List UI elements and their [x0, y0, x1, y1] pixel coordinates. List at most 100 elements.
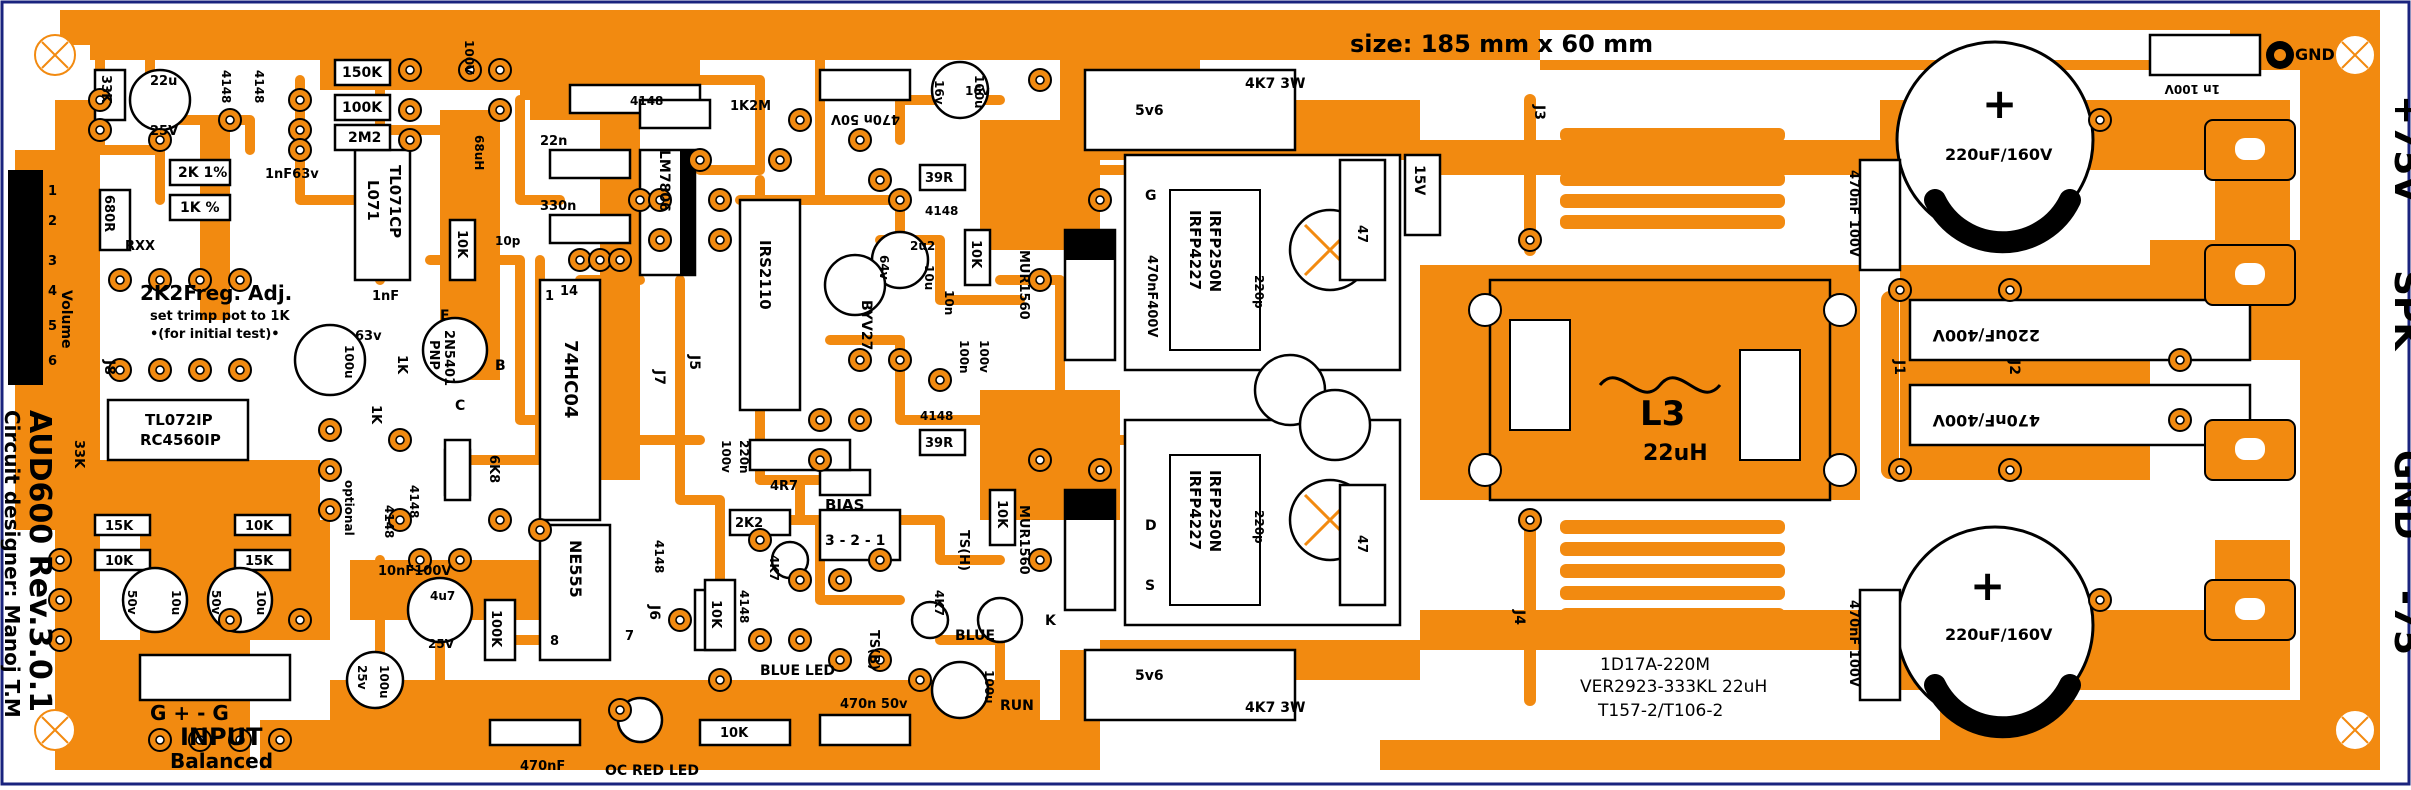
diode-d6: 4148: [382, 505, 396, 538]
bias-label: BIAS: [825, 496, 864, 514]
r10k-a: 10K: [454, 230, 469, 259]
r1k-a: 1K: [394, 355, 409, 375]
inductor-coil-symbol: [1598, 376, 1722, 394]
pin-s: S: [1145, 578, 1155, 594]
pin-6: 6: [48, 354, 57, 369]
pad-hole: [835, 575, 845, 585]
film-cap-bottom-label: 470nF/400V: [1932, 411, 2040, 430]
c-10p: 10p: [495, 234, 521, 248]
c-100u-c: 100u: [982, 670, 996, 704]
r2k2: 2K2: [735, 516, 763, 531]
jumper-j6: J6: [646, 604, 662, 620]
c-64v: 64v: [877, 255, 891, 280]
r5v6-b: 5v6: [1135, 668, 1164, 684]
pad-hole: [155, 135, 165, 145]
pad-hole: [855, 355, 865, 365]
pad-hole: [455, 555, 465, 565]
pad-hole: [815, 415, 825, 425]
pad-hole: [535, 525, 545, 535]
r1k2: 1K2M: [730, 99, 771, 114]
pad-hole: [405, 135, 415, 145]
pad-hole: [2005, 285, 2015, 295]
r47-a: 47: [1354, 225, 1369, 243]
diode-d5: 4148: [920, 409, 953, 423]
diode-d7: 4148: [407, 485, 421, 518]
mosfet-q1-label: IRFP250N: [1206, 210, 1224, 292]
c-470n400: 470nF400V: [1144, 255, 1159, 337]
r4k7-a: 4K7 3W: [1245, 76, 1305, 92]
c-220p-a: 220p: [1252, 275, 1266, 309]
ic-u1-label: TL072IP: [145, 411, 213, 429]
ic-u1: [106, 398, 250, 462]
pad-hole: [2175, 415, 2185, 425]
c-25v-b: 25V: [428, 637, 455, 651]
r4r7: 4R7: [770, 479, 798, 494]
title-line1: AUD600 Rev.3.0.1: [22, 410, 57, 712]
c-330n: 330n: [540, 199, 576, 214]
pin-g: G: [1145, 188, 1157, 204]
freq-note1: set trimp pot to 1K: [150, 309, 290, 324]
pad-hole: [595, 255, 605, 265]
pad-hole: [755, 635, 765, 645]
pad-hole: [2175, 355, 2185, 365]
pad-hole: [295, 125, 305, 135]
ic-u3-label: 74HC04: [560, 340, 581, 418]
pin-c: C: [455, 398, 465, 414]
pad-hole: [235, 275, 245, 285]
top-gnd-label: GND: [2295, 45, 2335, 64]
pad-hole: [1035, 455, 1045, 465]
pad-hole: [465, 65, 475, 75]
pad-hole: [715, 195, 725, 205]
c-2u2: 2u2: [910, 239, 935, 253]
pad-hole: [655, 235, 665, 245]
r6k8: 6K8: [486, 455, 501, 483]
pad-hole: [815, 455, 825, 465]
pad-hole: [415, 555, 425, 565]
ic-u5-label: NE555: [566, 540, 585, 598]
svg-text:+: +: [1982, 79, 2017, 128]
c-470n50v-bot: 470n 50v: [840, 697, 908, 712]
c-25v: 25V: [150, 124, 178, 139]
transistor-type: PNP: [426, 340, 441, 370]
c-470n50v-top: 470n 50V: [831, 111, 900, 126]
pad-hole: [775, 155, 785, 165]
c-22u: 22u: [150, 74, 177, 89]
pad-hole: [755, 535, 765, 545]
diode-d8: 4148: [652, 540, 666, 573]
pad-hole: [325, 505, 335, 515]
terminal-gnd: GND: [2386, 450, 2411, 540]
film-cap-top-label: 220uF/400V: [1932, 326, 2040, 345]
c-100u-mid: 100u: [342, 345, 356, 379]
pad-hole: [1035, 75, 1045, 85]
pad-hole: [295, 145, 305, 155]
pin-k: K: [1045, 613, 1057, 629]
pad-hole: [575, 255, 585, 265]
pad-hole: [2005, 465, 2015, 475]
pad-hole: [895, 355, 905, 365]
freq-adj: 2K2Freg. Adj.: [140, 281, 292, 305]
r39-a: 39R: [925, 171, 953, 186]
pad-hole: [55, 595, 65, 605]
ic-u6-label: LM7806: [656, 150, 672, 212]
pad-hole: [115, 365, 125, 375]
bulk-cap-top-label: 220uF/160V: [1945, 145, 2053, 164]
pad-hole: [695, 155, 705, 165]
c-10nf: 10nF100V: [378, 564, 451, 579]
r150k: 150K: [342, 65, 383, 81]
silkscreen-text: size: 185 mm x 60 mm +75V SPK GND -75 GN…: [0, 30, 2411, 779]
c-22n: 22n: [540, 134, 567, 149]
c-100n: 100n: [957, 340, 971, 374]
c-470nf: 470nF: [520, 759, 565, 774]
r10k-e: 10K: [720, 726, 749, 741]
title-line2: Circuit designer: Manoj T.M: [0, 410, 24, 718]
c-4u7: 4u7: [430, 589, 455, 603]
pad-hole: [875, 555, 885, 565]
r47-b: 47: [1354, 535, 1369, 553]
rxx: RXX: [125, 239, 155, 254]
pin-2: 2: [48, 214, 57, 229]
terminal-plus75: +75V: [2386, 95, 2411, 203]
bias-pins: 3 - 2 - 1: [825, 533, 885, 549]
pad-hole: [225, 115, 235, 125]
mosfet-q2b-label: IRFP4227: [1186, 470, 1204, 550]
